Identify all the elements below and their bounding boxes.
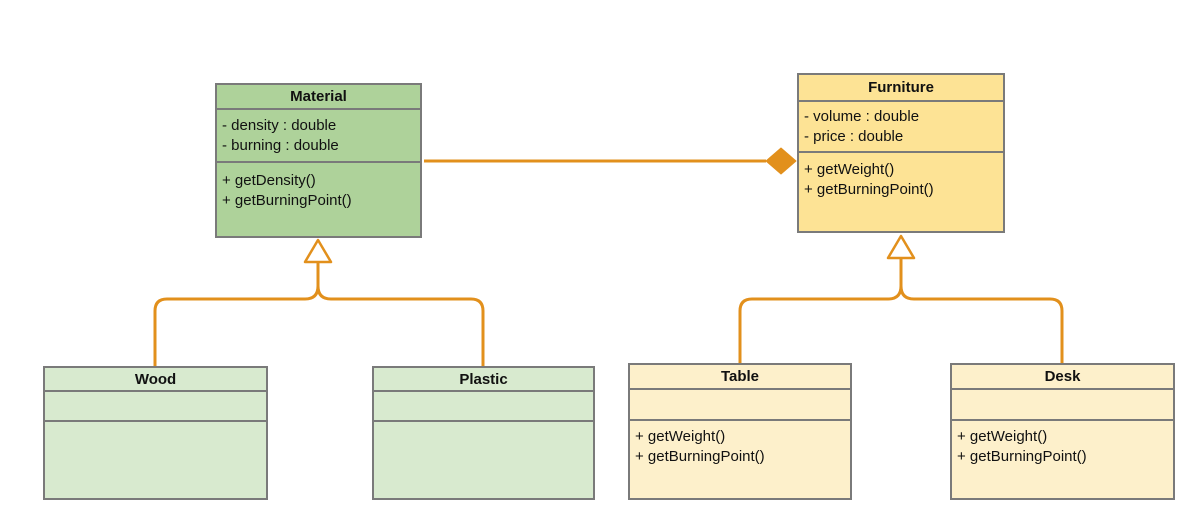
- class-plastic-methods: [374, 422, 593, 498]
- class-table-methods: + getWeight() + getBurningPoint(): [630, 421, 850, 498]
- class-desk-attributes: [952, 390, 1173, 421]
- class-desk-methods: + getWeight() + getBurningPoint(): [952, 421, 1173, 498]
- inheritance-triangle-icon-material: [303, 238, 333, 264]
- class-table-method: + getWeight(): [635, 428, 726, 445]
- class-table-attributes: [630, 390, 850, 421]
- class-wood-title: Wood: [45, 368, 266, 392]
- class-table-title: Table: [630, 365, 850, 390]
- class-furniture-methods: + getWeight() + getBurningPoint(): [799, 153, 1003, 231]
- class-material-attributes: - density : double - burning : double: [217, 110, 420, 163]
- class-wood-methods: [45, 422, 266, 498]
- class-furniture-method: + getWeight(): [804, 161, 895, 178]
- composition-diamond-icon: [765, 147, 797, 175]
- class-desk-method: + getBurningPoint(): [957, 448, 1087, 465]
- class-material-attribute: - burning : double: [222, 137, 339, 154]
- inheritance-line-plastic-material: [316, 262, 485, 366]
- class-table: Table + getWeight() + getBurningPoint(): [628, 363, 852, 500]
- class-furniture: Furniture - volume : double - price : do…: [797, 73, 1005, 233]
- class-furniture-attribute: - price : double: [804, 128, 904, 145]
- class-plastic-title: Plastic: [374, 368, 593, 392]
- class-wood: Wood: [43, 366, 268, 500]
- class-furniture-title: Furniture: [799, 75, 1003, 102]
- class-wood-attributes: [45, 392, 266, 422]
- inheritance-line-table-furniture: [738, 258, 903, 363]
- class-material-attribute: - density : double: [222, 117, 337, 134]
- class-material: Material - density : double - burning : …: [215, 83, 422, 238]
- class-desk: Desk + getWeight() + getBurningPoint(): [950, 363, 1175, 500]
- inheritance-line-wood-material: [153, 262, 320, 366]
- class-desk-title: Desk: [952, 365, 1173, 390]
- class-material-title: Material: [217, 85, 420, 110]
- inheritance-line-desk-furniture: [899, 258, 1064, 363]
- class-desk-method: + getWeight(): [957, 428, 1048, 445]
- class-plastic: Plastic: [372, 366, 595, 500]
- class-plastic-attributes: [374, 392, 593, 422]
- class-material-method: + getBurningPoint(): [222, 192, 352, 209]
- class-material-method: + getDensity(): [222, 172, 316, 189]
- class-table-method: + getBurningPoint(): [635, 448, 765, 465]
- class-furniture-attribute: - volume : double: [804, 108, 920, 125]
- class-material-methods: + getDensity() + getBurningPoint(): [217, 163, 420, 236]
- class-furniture-method: + getBurningPoint(): [804, 181, 934, 198]
- inheritance-triangle-icon-furniture: [886, 234, 916, 260]
- class-furniture-attributes: - volume : double - price : double: [799, 102, 1003, 153]
